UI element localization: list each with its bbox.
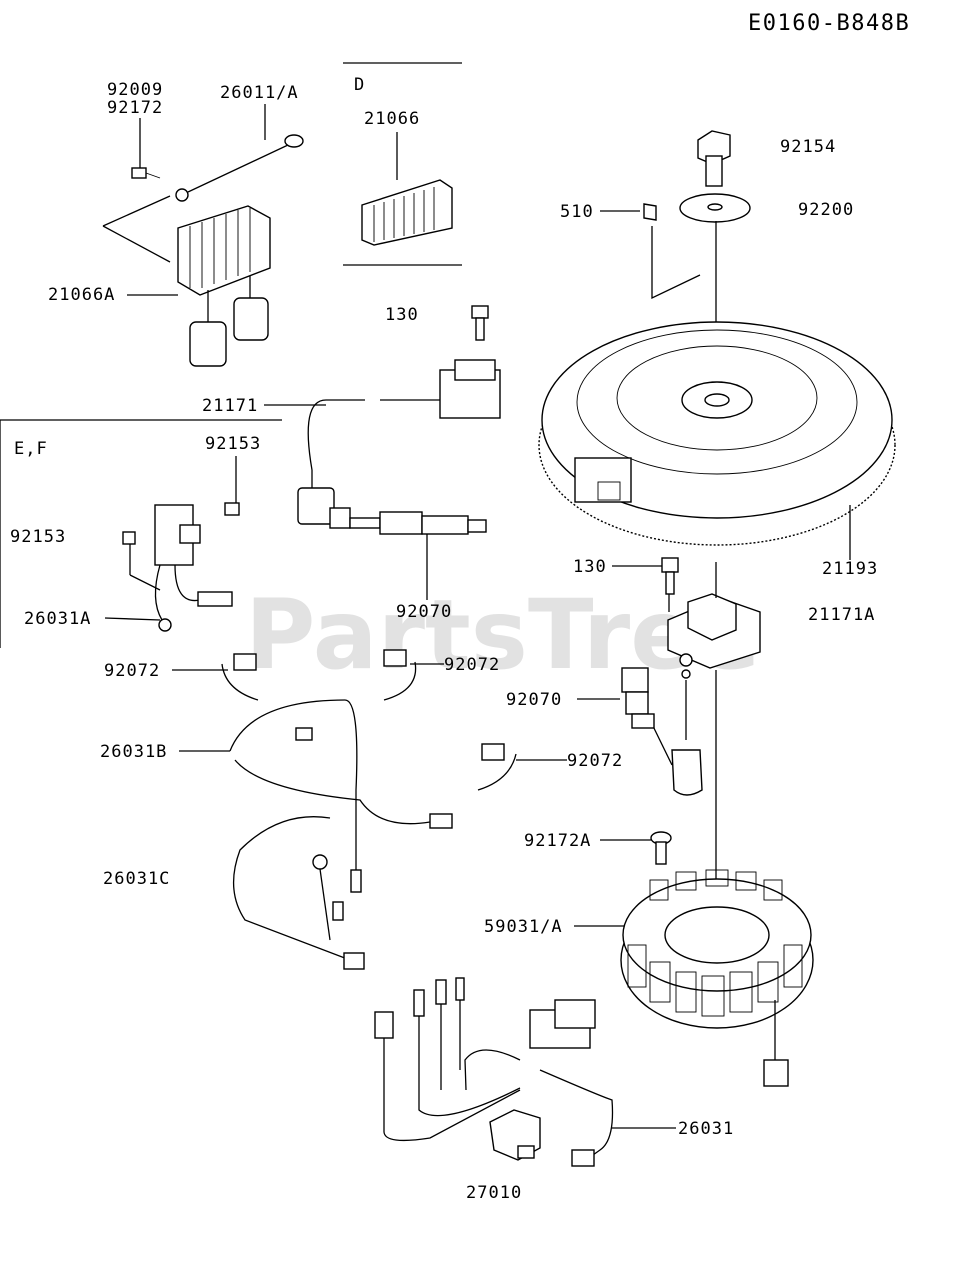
label-92072-center[interactable]: 92072 [444, 655, 500, 675]
label-92070-right[interactable]: 92070 [506, 690, 562, 710]
label-92200[interactable]: 92200 [798, 200, 854, 220]
harness-26031-drawing[interactable] [374, 977, 614, 1167]
label-92153-left[interactable]: 92153 [10, 527, 66, 547]
cap-21171a-drawing[interactable] [649, 719, 703, 796]
clip-92072-center-drawing[interactable] [383, 649, 417, 701]
label-92070-left[interactable]: 92070 [396, 602, 452, 622]
label-26011a[interactable]: 26011/A [220, 83, 299, 103]
label-21171a[interactable]: 21171A [808, 605, 875, 625]
stator-connector-drawing[interactable] [763, 1000, 789, 1087]
lead-26011a-drawing[interactable] [175, 134, 304, 202]
switch-27010-drawing[interactable] [489, 1109, 541, 1161]
label-21193[interactable]: 21193 [822, 559, 878, 579]
stator-59031a-drawing[interactable] [620, 869, 814, 1029]
ignition-module-21171a-drawing[interactable] [667, 593, 761, 679]
label-130-right[interactable]: 130 [573, 557, 607, 577]
label-92172[interactable]: 92172 [107, 98, 163, 118]
screw-92172a-drawing[interactable] [650, 831, 672, 865]
label-26031a[interactable]: 26031A [24, 609, 91, 629]
label-26031c[interactable]: 26031C [103, 869, 170, 889]
clip-92072-left-drawing[interactable] [221, 653, 259, 701]
spark-plug-92070-drawing[interactable] [349, 511, 487, 535]
bolt-130-top-drawing[interactable] [471, 305, 489, 341]
label-92154[interactable]: 92154 [780, 137, 836, 157]
bolt-130-right-drawing[interactable] [661, 557, 679, 595]
label-92153-top[interactable]: 92153 [205, 434, 261, 454]
group-d-panel: D 21066 [343, 62, 462, 266]
regulator-21066-drawing[interactable] [361, 179, 453, 246]
label-21066a[interactable]: 21066A [48, 285, 115, 305]
label-510[interactable]: 510 [560, 202, 594, 222]
ignition-coil-21171-drawing[interactable] [297, 359, 501, 529]
label-92072-right[interactable]: 92072 [567, 751, 623, 771]
group-ef-label: E,F [14, 439, 48, 459]
diagram-code: E0160-B848B [748, 11, 910, 36]
regulator-21066a-drawing[interactable] [177, 205, 271, 367]
label-21066[interactable]: 21066 [364, 109, 420, 129]
label-26031[interactable]: 26031 [678, 1119, 734, 1139]
spark-plug-92070-right-drawing[interactable] [621, 667, 655, 729]
bolt-92154-drawing[interactable] [697, 130, 731, 187]
clip-92072-right-drawing[interactable] [477, 743, 517, 791]
flywheel-21193-drawing[interactable] [538, 321, 896, 546]
coil-26031a-drawing[interactable] [122, 502, 240, 632]
label-59031a[interactable]: 59031/A [484, 917, 563, 937]
label-92009[interactable]: 92009 [107, 80, 163, 100]
group-d-label: D [354, 75, 365, 95]
label-92072-left[interactable]: 92072 [104, 661, 160, 681]
label-92172a[interactable]: 92172A [524, 831, 591, 851]
harness-26031b-drawing[interactable] [229, 699, 453, 893]
key-510-drawing[interactable] [643, 203, 657, 221]
group-ef-panel: E,F [0, 419, 282, 648]
washer-92200-drawing[interactable] [679, 193, 751, 223]
label-130-top[interactable]: 130 [385, 305, 419, 325]
label-26031b[interactable]: 26031B [100, 742, 167, 762]
label-21171[interactable]: 21171 [202, 396, 258, 416]
label-27010[interactable]: 27010 [466, 1183, 522, 1203]
harness-26031c-drawing[interactable] [232, 816, 365, 970]
screw-92009-drawing[interactable] [131, 167, 161, 179]
